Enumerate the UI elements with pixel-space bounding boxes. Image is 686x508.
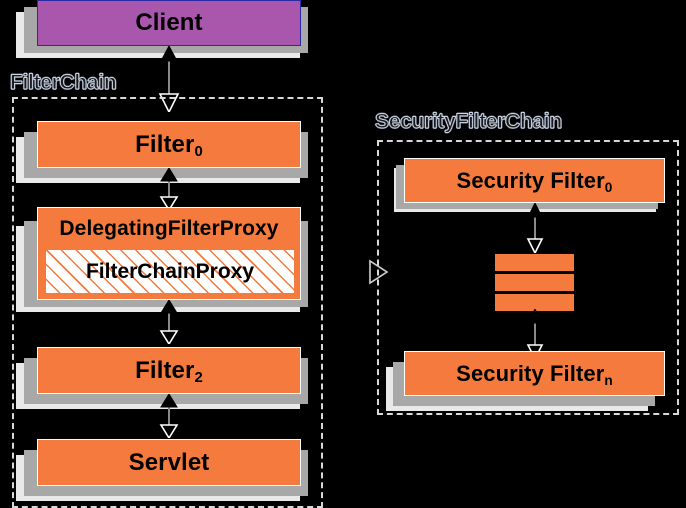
group-security-filter-chain-frame	[377, 140, 679, 415]
node-filter-0[interactable]: Filter0	[37, 121, 301, 168]
node-security-filter-n[interactable]: Security Filtern	[404, 351, 665, 396]
ellipsis-bar-3	[495, 294, 574, 311]
group-filter-chain-caption: FilterChain	[10, 71, 118, 95]
ellipsis-bar-1	[495, 254, 574, 271]
node-filter-0-label: Filter0	[135, 130, 203, 161]
node-servlet-label: Servlet	[128, 448, 210, 476]
connector-filter2-servlet	[158, 394, 180, 438]
node-security-filter-n-subscript: n	[604, 373, 613, 388]
connector-sf0-ellipsis	[524, 203, 546, 253]
node-delegating-filter-proxy-label: DelegatingFilterProxy	[59, 216, 279, 240]
node-filter-0-subscript: 0	[194, 144, 203, 161]
node-filter-2-label: Filter2	[135, 356, 203, 387]
node-filter-2-subscript: 2	[194, 370, 203, 387]
node-client[interactable]: Client	[37, 0, 301, 46]
node-filter-chain-proxy[interactable]: FilterChainProxy	[45, 249, 295, 294]
node-delegating-filter-proxy-header: DelegatingFilterProxy	[38, 208, 300, 248]
node-security-filter-0[interactable]: Security Filter0	[404, 158, 665, 203]
node-client-label: Client	[135, 9, 203, 36]
node-delegating-filter-proxy[interactable]: DelegatingFilterProxy FilterChainProxy	[37, 207, 301, 300]
connector-filter0-dfp	[158, 168, 180, 210]
node-servlet[interactable]: Servlet	[37, 439, 301, 486]
node-filter-chain-proxy-label: FilterChainProxy	[85, 259, 255, 283]
group-filter-chain-frame	[12, 97, 323, 508]
node-security-filter-0-label: Security Filter0	[456, 167, 613, 195]
group-security-filter-chain-caption: SecurityFilterChain	[375, 110, 563, 134]
ellipsis-bar-2	[495, 274, 574, 291]
node-security-filter-n-label: Security Filtern	[456, 360, 613, 388]
node-security-filter-0-subscript: 0	[604, 180, 613, 195]
connector-fcp-filter2	[158, 300, 180, 344]
node-filter-2[interactable]: Filter2	[37, 347, 301, 394]
